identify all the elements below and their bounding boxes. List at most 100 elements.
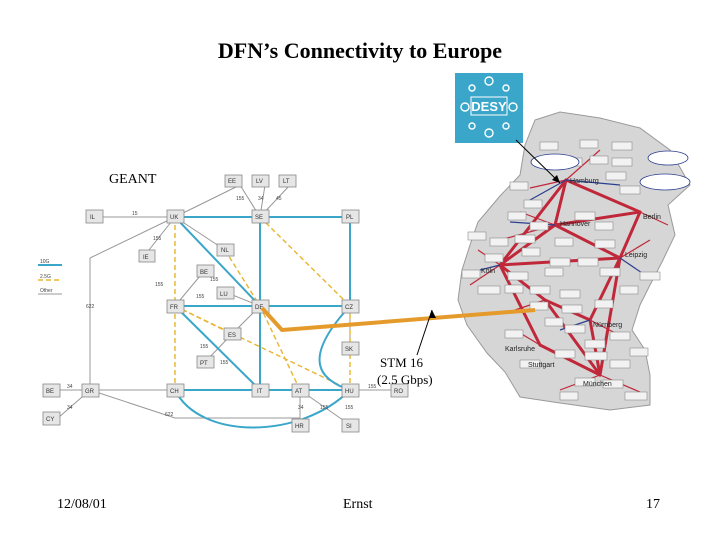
geant-node-fr: FR	[166, 299, 185, 314]
city-stuttgart: Stuttgart	[528, 362, 555, 369]
city-nuernberg: Nürnberg	[593, 322, 622, 329]
svg-text:HR: HR	[295, 424, 304, 430]
city-muenchen: München	[583, 381, 612, 388]
cap-be: 155	[210, 277, 219, 283]
svg-text:IE: IE	[143, 255, 149, 261]
desy-logo: DESY	[455, 73, 523, 143]
svg-text:ES: ES	[228, 333, 236, 339]
footer-author: Ernst	[343, 497, 373, 512]
svg-text:BE: BE	[200, 270, 208, 276]
geant-node-ee: EE	[224, 174, 243, 188]
svg-text:FR: FR	[170, 305, 179, 311]
svg-text:SK: SK	[345, 347, 353, 353]
geant-node-gr: GR	[81, 383, 100, 398]
cap-ie: 155	[153, 236, 162, 242]
cap-es: 155	[200, 344, 209, 350]
city-karlsruhe: Karlsruhe	[505, 346, 535, 353]
svg-text:IT: IT	[257, 389, 263, 395]
geant-node-lv: LV	[251, 174, 270, 188]
geant-node-il: IL	[85, 209, 104, 224]
cap-il-uk: 15	[132, 211, 138, 217]
geant-network: 10G 2.5G Other 15 155 34 45 155 155 155 …	[38, 174, 409, 433]
cap-ee: 155	[236, 196, 245, 202]
stm-label-line1: STM 16	[380, 355, 423, 370]
geant-legend: 10G 2.5G Other	[38, 259, 62, 295]
cap-gr-at: 622	[165, 412, 174, 418]
geant-node-at: AT	[291, 383, 310, 398]
geant-node-hu: HU	[341, 383, 360, 398]
geant-node-sk: SK	[341, 341, 360, 356]
svg-text:IL: IL	[90, 215, 96, 221]
svg-text:GR: GR	[85, 389, 95, 395]
svg-text:PL: PL	[346, 215, 354, 221]
geant-node-nl: NL	[216, 243, 235, 257]
city-berlin: Berlin	[643, 214, 661, 221]
city-koeln: Köln	[481, 268, 495, 275]
slide-title: DFN’s Connectivity to Europe	[217, 38, 503, 63]
svg-text:CZ: CZ	[345, 305, 353, 311]
svg-text:UK: UK	[170, 215, 178, 221]
svg-text:SE: SE	[255, 215, 263, 221]
geant-node-ro: RO	[390, 383, 409, 398]
svg-text:DE: DE	[255, 305, 263, 311]
footer-date: 12/08/01	[57, 497, 107, 512]
svg-text:LT: LT	[283, 179, 290, 185]
germany-map: Hamburg Hannover Berlin Leipzig Köln Nür…	[457, 111, 691, 411]
geant-node-ch: CH	[166, 383, 185, 398]
geant-node-ie: IE	[138, 249, 156, 263]
cap-pt: 155	[220, 360, 229, 366]
cap-at-si: 155	[320, 405, 329, 411]
cap-fr-ie: 155	[155, 282, 164, 288]
geant-node-it: IT	[251, 383, 270, 398]
cap-cy: 34	[67, 405, 73, 411]
city-leipzig: Leipzig	[625, 252, 647, 259]
geant-node-hr: HR	[291, 418, 310, 433]
cap-gr-uk: 622	[86, 304, 95, 310]
svg-text:BE: BE	[46, 389, 54, 395]
svg-text:AT: AT	[295, 389, 303, 395]
svg-text:RO: RO	[394, 389, 403, 395]
geant-node-pl: PL	[341, 209, 360, 224]
footer-page-number: 17	[646, 497, 660, 512]
svg-text:CY: CY	[46, 417, 54, 423]
geant-node-lu: LU	[216, 286, 235, 300]
cap-hr: 34	[298, 405, 304, 411]
svg-text:EE: EE	[228, 179, 236, 185]
svg-text:LU: LU	[220, 292, 228, 298]
geant-node-se: SE	[251, 209, 270, 224]
cap-hu-ro: 155	[368, 384, 377, 390]
cap-lv: 34	[258, 196, 264, 202]
cap-lu: 155	[196, 294, 205, 300]
cap-be-gr: 34	[67, 384, 73, 390]
geant-node-si: SI	[341, 418, 360, 433]
geant-node-pt: PT	[196, 355, 215, 369]
geant-capacities: 15 155 34 45 155 155 155 155 622 155 155…	[67, 196, 377, 418]
cap-si: 155	[345, 405, 354, 411]
city-hannover: Hannover	[560, 221, 591, 228]
legend-2-5g: 2.5G	[40, 274, 51, 280]
svg-text:SI: SI	[346, 424, 352, 430]
svg-text:LV: LV	[256, 179, 263, 185]
geant-node-be2: BE	[42, 383, 61, 398]
geant-node-uk: UK	[166, 209, 185, 224]
desy-logo-text: DESY	[471, 99, 507, 114]
geant-node-es: ES	[223, 327, 242, 341]
svg-text:CH: CH	[170, 389, 179, 395]
cap-lt: 45	[276, 196, 282, 202]
geant-node-be: BE	[196, 264, 215, 278]
arrow-pointer-bottom	[416, 309, 436, 356]
svg-text:PT: PT	[200, 361, 208, 367]
city-hamburg: Hamburg	[570, 178, 599, 185]
legend-other: Other	[40, 288, 53, 294]
geant-node-cz: CZ	[341, 299, 360, 314]
dfn-geant-uplink	[260, 306, 536, 332]
legend-10g: 10G	[40, 259, 50, 265]
arrow-pointer-top	[515, 139, 561, 184]
stm-label-line2: (2.5 Gbps)	[377, 372, 433, 387]
geant-label: GEANT	[109, 172, 157, 187]
geant-node-lt: LT	[278, 174, 297, 188]
geant-node-cy: CY	[42, 411, 61, 426]
svg-text:HU: HU	[345, 389, 354, 395]
svg-text:NL: NL	[221, 248, 229, 254]
